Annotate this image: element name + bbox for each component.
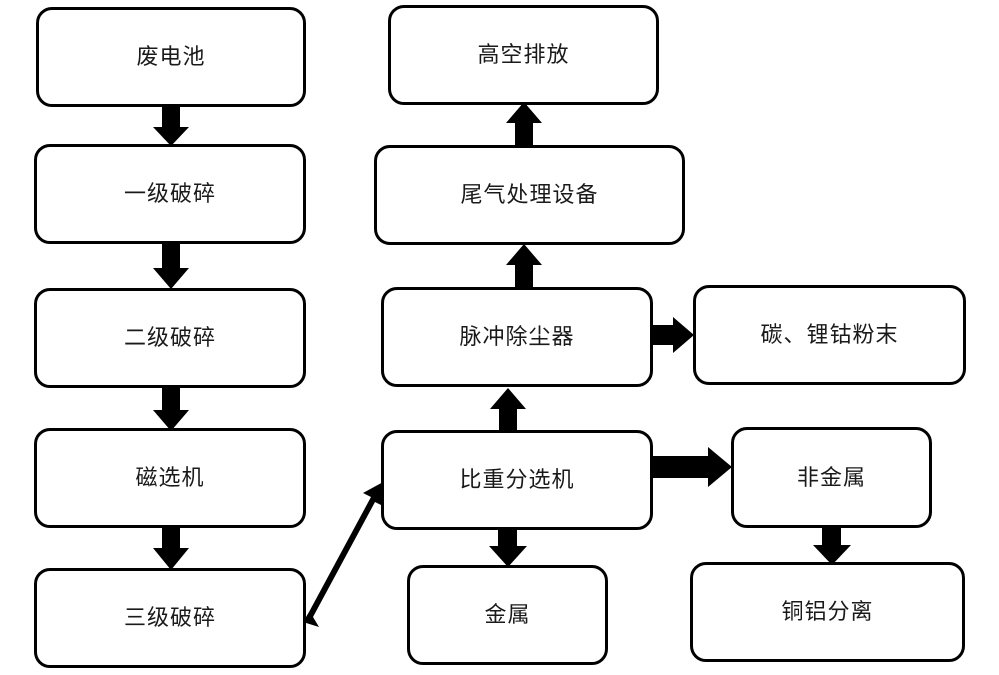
node-non-metal[interactable]: 非金属 [731,427,932,528]
node-label-pulse-dust-collector: 脉冲除尘器 [459,324,575,349]
arrow-exhaust-treatment-to-high-altitude [506,102,542,146]
arrow-magnetic-separator-to-tertiary-crushing [153,526,189,570]
node-exhaust-treatment[interactable]: 尾气处理设备 [374,145,685,245]
node-label-magnetic-separator: 磁选机 [135,465,205,490]
arrow-pulse-dust-collector-to-powder [653,317,694,353]
node-label-gravity-separator: 比重分选机 [459,467,575,492]
node-primary-crushing[interactable]: 一级破碎 [34,144,306,244]
node-label-tertiary-crushing: 三级破碎 [123,605,216,630]
node-waste-battery[interactable]: 废电池 [36,7,306,107]
node-label-carbon-lithium-cobalt-powder: 碳、锂钴粉末 [760,322,899,347]
node-tertiary-crushing[interactable]: 三级破碎 [34,568,306,668]
node-label-non-metal: 非金属 [796,464,866,490]
node-label-copper-aluminum-separation: 铜铝分离 [781,599,874,624]
arrow-pulse-dust-collector-to-exhaust-treatment [506,244,542,288]
node-label-secondary-crushing: 二级破碎 [123,325,216,350]
arrow-gravity-separator-to-pulse-dust-collector [490,388,526,431]
node-carbon-lithium-cobalt-powder[interactable]: 碳、锂钴粉末 [693,285,966,385]
arrow-waste-battery-to-primary-crushing [153,104,189,146]
arrow-non-metal-to-copper-aluminum-separation [813,526,851,565]
node-gravity-separator[interactable]: 比重分选机 [381,430,653,530]
node-magnetic-separator[interactable]: 磁选机 [34,428,306,528]
node-copper-aluminum-separation[interactable]: 铜铝分离 [690,562,965,662]
arrow-primary-to-secondary-crushing [153,242,189,289]
node-pulse-dust-collector[interactable]: 脉冲除尘器 [381,287,653,387]
node-secondary-crushing[interactable]: 二级破碎 [34,288,306,388]
arrow-gravity-separator-to-metal [489,528,527,567]
node-metal[interactable]: 金属 [407,565,608,665]
node-label-exhaust-treatment: 尾气处理设备 [460,182,599,207]
node-label-primary-crushing: 一级破碎 [123,181,216,206]
arrow-tertiary-crushing-to-gravity-separator [303,481,385,627]
node-label-metal: 金属 [484,602,531,627]
node-high-altitude-exhaust[interactable]: 高空排放 [388,5,659,105]
arrow-secondary-crushing-to-magnetic-separator [153,386,189,431]
node-label-waste-battery: 废电池 [136,44,206,69]
arrow-gravity-separator-to-non-metal [652,447,732,487]
node-label-high-altitude-exhaust: 高空排放 [477,42,570,67]
